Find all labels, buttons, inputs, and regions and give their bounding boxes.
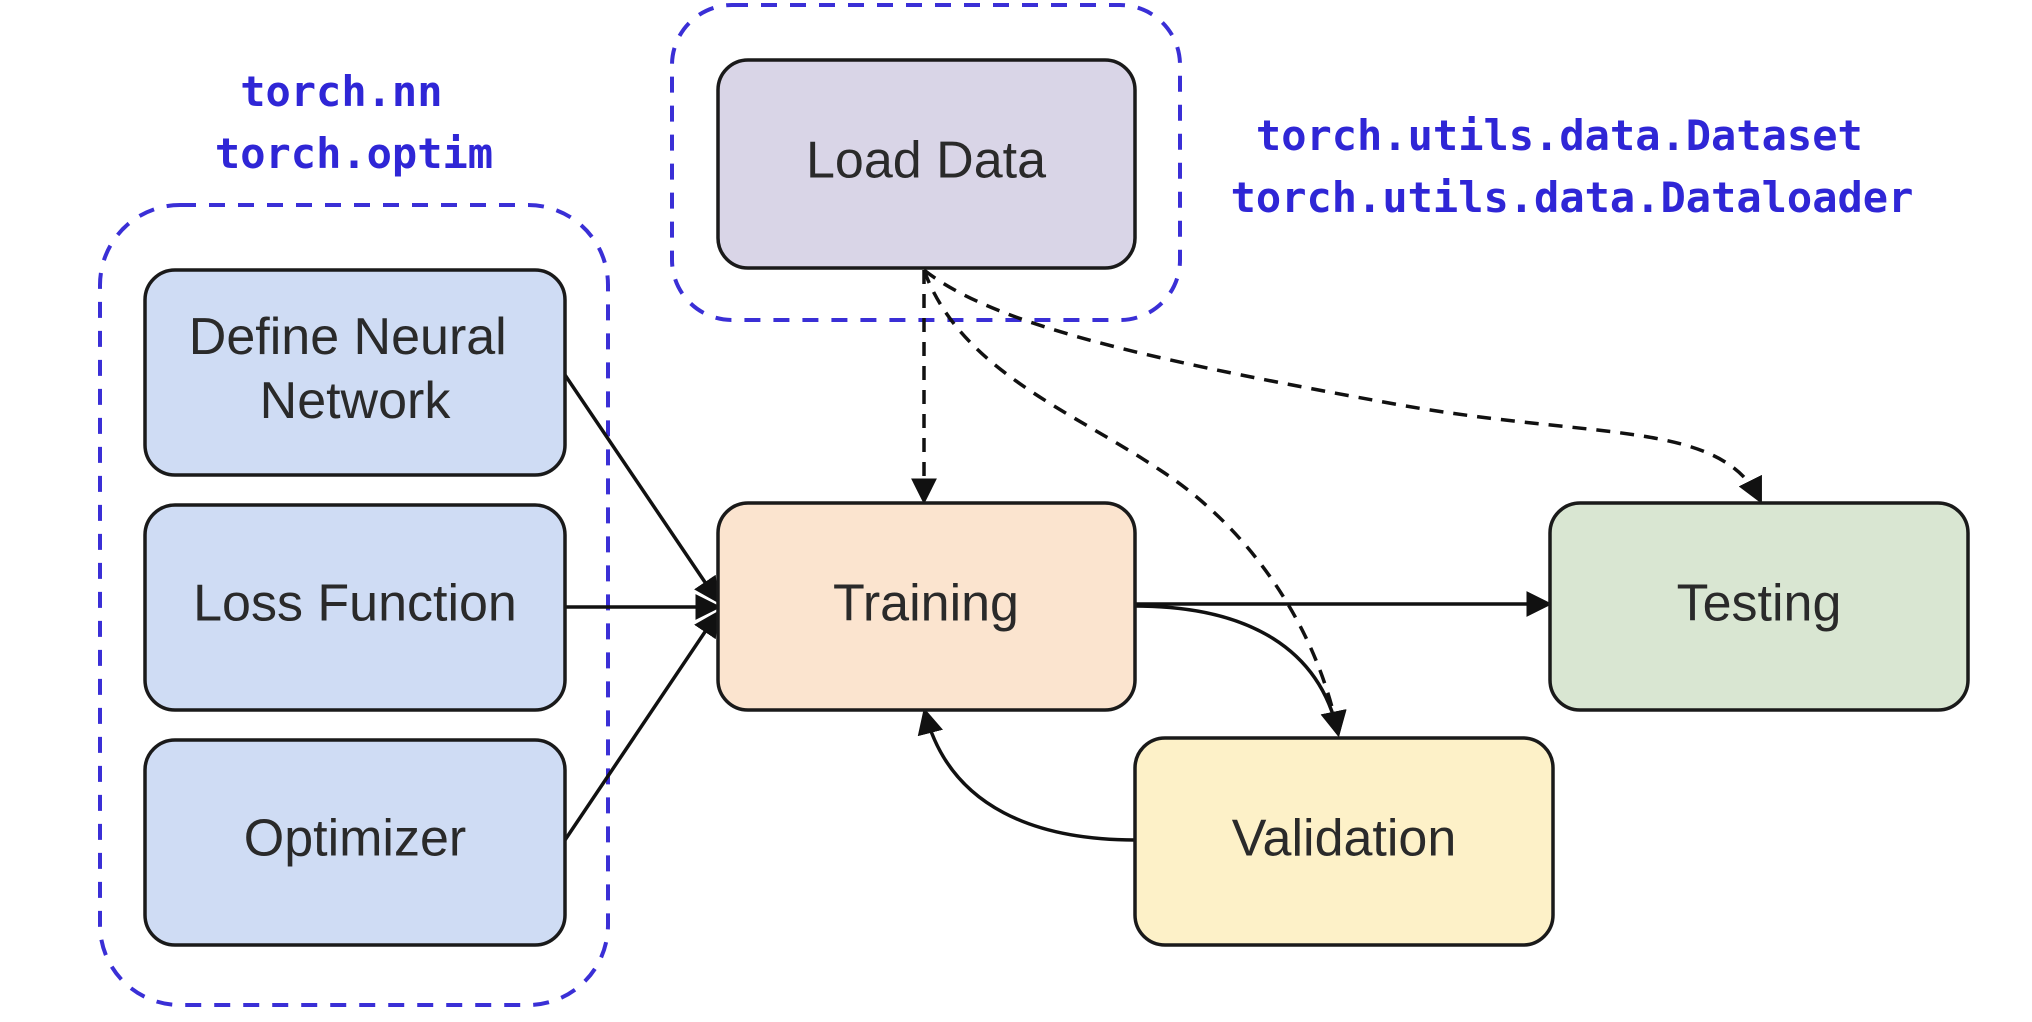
node-testing-box <box>1548 501 1970 712</box>
node-testing: Testing <box>1548 501 1970 712</box>
node-loss-function-label: Loss Function <box>193 575 517 633</box>
edge-define-nn-to-training <box>563 374 720 604</box>
node-optimizer-label: Optimizer <box>244 810 466 868</box>
node-training-box <box>716 501 1137 712</box>
edge-optimizer-to-training <box>563 610 720 841</box>
node-define-neural-network: Define Neural Network <box>143 268 567 477</box>
edge-training-to-validation <box>1134 604 1347 738</box>
node-validation: Validation <box>1133 736 1555 947</box>
annotation-dataset: torch.utils.data.Dataset <box>1256 111 1863 160</box>
edge-load-data-to-testing <box>922 268 1762 504</box>
node-optimizer: Optimizer <box>143 738 567 947</box>
node-load-data-box <box>716 58 1137 270</box>
annotation-nn-optim: torch.nn torch.optim <box>215 67 493 178</box>
node-validation-box <box>1133 736 1555 947</box>
node-define-neural-network-line-2: Network <box>260 372 452 430</box>
edge-load-data-to-validation <box>922 269 1347 738</box>
nn-optim-group <box>98 203 610 1007</box>
node-loss-function-box <box>143 503 567 712</box>
node-define-neural-network-box <box>143 268 567 477</box>
edge-validation-to-training <box>917 707 1136 842</box>
node-load-data: Load Data <box>716 58 1137 270</box>
annotation-torch-nn: torch.nn <box>240 67 442 116</box>
node-training-label: Training <box>833 575 1019 633</box>
node-optimizer-box <box>143 738 567 947</box>
data-utils-group <box>670 3 1182 322</box>
annotation-torch-optim: torch.optim <box>215 129 493 178</box>
node-load-data-label: Load Data <box>806 132 1046 190</box>
node-validation-label: Validation <box>1232 810 1457 868</box>
node-define-neural-network-line-1: Define Neural <box>189 308 507 366</box>
node-training: Training <box>716 501 1137 712</box>
annotation-dataloader: torch.utils.data.Dataloader <box>1231 173 1914 222</box>
node-define-neural-network-label: Define Neural Network <box>189 308 521 430</box>
node-testing-label: Testing <box>1677 575 1842 633</box>
node-loss-function: Loss Function <box>143 503 567 712</box>
annotation-data-utils: torch.utils.data.Dataset torch.utils.dat… <box>1231 111 1914 222</box>
